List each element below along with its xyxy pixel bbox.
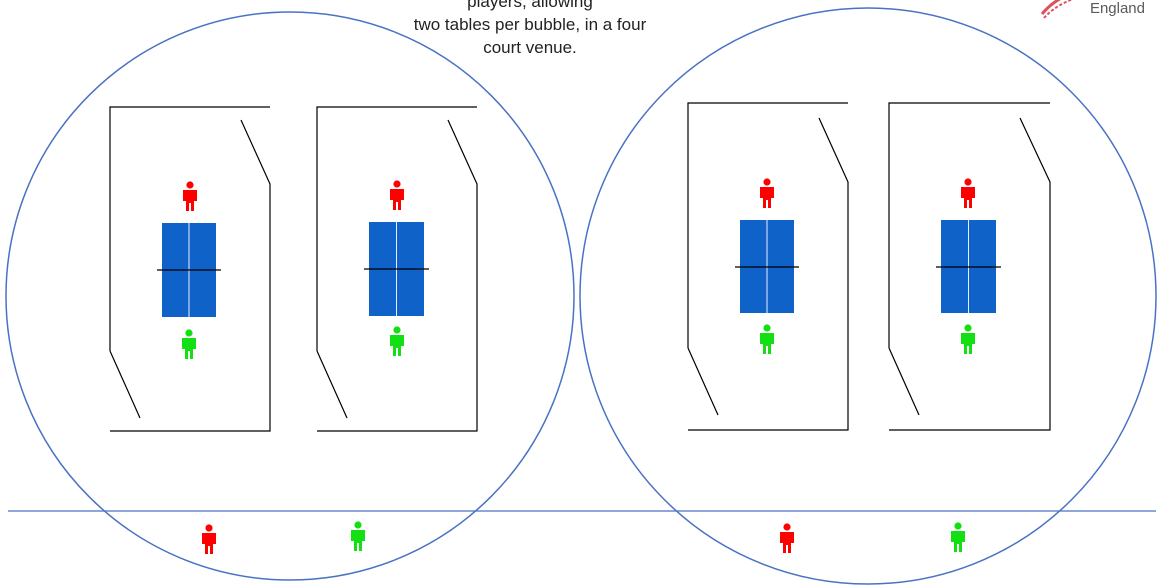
spectator-red-right — [780, 523, 794, 553]
bubble-right-outline — [579, 7, 1157, 585]
spectator-green-left — [351, 521, 365, 551]
logo-swoosh-icon — [1040, 0, 1074, 19]
table-1 — [157, 223, 221, 317]
diagram-caption: players, allowing two tables per bubble,… — [380, 0, 680, 59]
caption-line-2: two tables per bubble, in a four — [413, 15, 647, 34]
table-3 — [735, 220, 799, 313]
court-2-outline — [316, 106, 478, 432]
player-red-table-1 — [183, 181, 197, 211]
spectator-red-left — [202, 524, 216, 554]
court-4-outline — [888, 102, 1051, 431]
caption-line-1: players, allowing — [467, 0, 593, 11]
player-red-table-3 — [760, 178, 774, 208]
player-green-table-4 — [961, 324, 975, 354]
court-1-outline — [109, 106, 271, 432]
court-3-outline — [687, 102, 849, 431]
player-red-table-4 — [961, 178, 975, 208]
bubble-left-outline — [5, 11, 575, 581]
table-2 — [364, 222, 429, 316]
spectator-green-right — [951, 522, 965, 552]
player-green-table-1 — [182, 329, 196, 359]
player-red-table-2 — [390, 180, 404, 210]
player-green-table-3 — [760, 324, 774, 354]
player-green-table-2 — [390, 326, 404, 356]
logo: England — [1040, 0, 1159, 34]
caption-line-3: court venue. — [483, 38, 577, 57]
table-4 — [936, 220, 1001, 313]
logo-wordmark: England — [1089, 0, 1145, 17]
